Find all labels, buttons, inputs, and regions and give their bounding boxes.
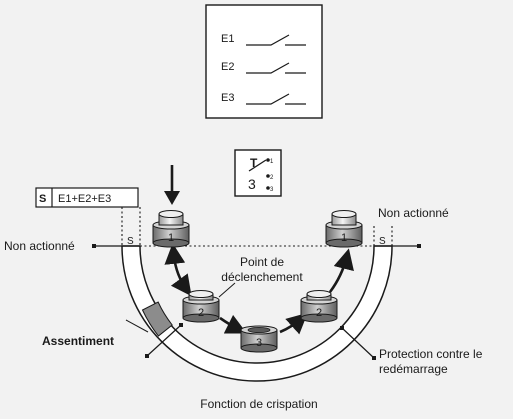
- table-s-label: S: [39, 193, 46, 205]
- table-combination: E1+E2+E3: [58, 193, 111, 205]
- three-position-switch-icon: T 1 2 3 3: [234, 149, 282, 197]
- contact-label-e3: E3: [221, 92, 234, 104]
- push-button-icon: 1: [152, 210, 190, 248]
- selector-pos-3: 3: [270, 187, 274, 193]
- crispation-label: Fonction de crispation: [200, 397, 317, 411]
- restart-protection-label: Protection contre le redémarrage: [379, 347, 483, 376]
- assent-zone: [141, 301, 173, 337]
- selector-pos-1: 1: [270, 159, 274, 165]
- restart-protection-line1: Protection contre le: [379, 347, 483, 361]
- contact-e3: E3: [221, 92, 306, 105]
- trigger-point-line2: déclenchement: [221, 270, 303, 284]
- transition-arrows: [164, 243, 354, 335]
- push-button-icon: 1: [325, 210, 363, 248]
- trigger-point-line1: Point de: [240, 255, 284, 269]
- buttons-layer: 1 2 3 2 1: [152, 210, 363, 353]
- assentiment-label: Assentiment: [42, 319, 149, 348]
- contact-box: E1 E2 E3: [205, 4, 323, 119]
- press-arrow: [164, 165, 180, 205]
- switch-travel-band: [121, 245, 393, 382]
- push-button-number: 1: [168, 232, 174, 244]
- state-table: S E1+E2+E3: [35, 187, 139, 208]
- contact-label-e2: E2: [221, 61, 234, 73]
- selector-pos-2: 2: [270, 175, 274, 181]
- restart-protection-line2: redémarrage: [379, 362, 448, 376]
- push-button-number: 2: [198, 307, 204, 319]
- trigger-point-label: Point de déclenchement: [218, 255, 303, 298]
- non-actuated-leaders: [92, 244, 421, 248]
- right-s-label: S: [379, 236, 386, 247]
- non-actuated-left-label: Non actionné: [4, 239, 75, 253]
- push-button-number: 3: [256, 337, 262, 349]
- right-s-column: S: [373, 226, 393, 247]
- push-button-icon: 2: [182, 290, 220, 323]
- band-ticks: [145, 323, 376, 360]
- selector-position: 3: [248, 176, 256, 192]
- selector-symbol: T: [250, 156, 258, 170]
- assentiment-text: Assentiment: [42, 334, 114, 348]
- left-s-column: S: [121, 207, 141, 247]
- push-button-number: 2: [316, 307, 322, 319]
- contact-label-e1: E1: [221, 33, 234, 45]
- push-button-icon: 2: [300, 290, 338, 323]
- push-button-icon: 3: [240, 325, 278, 353]
- contact-e1: E1: [221, 33, 306, 46]
- push-button-number: 1: [341, 232, 347, 244]
- left-s-label: S: [127, 236, 134, 247]
- non-actuated-right-label: Non actionné: [378, 206, 449, 220]
- contact-e2: E2: [221, 61, 306, 74]
